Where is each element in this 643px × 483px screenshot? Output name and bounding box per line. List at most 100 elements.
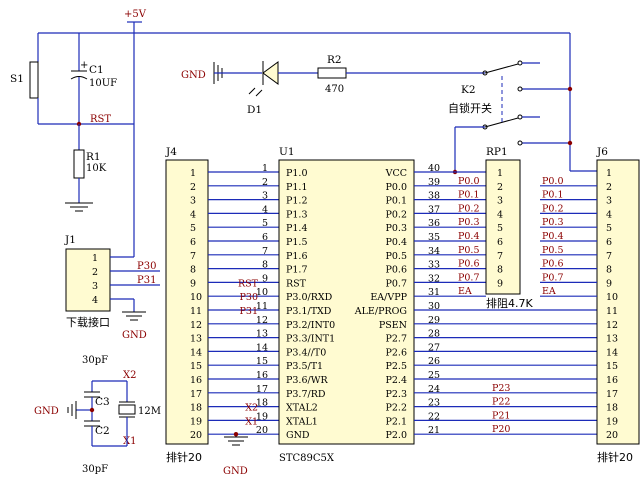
u1-pin-num: 30 — [428, 301, 440, 312]
u1-pin-num: 15 — [256, 356, 268, 367]
u1-pin-name: P0.2 — [385, 209, 407, 220]
j4-pin-num: 14 — [190, 347, 202, 358]
r1-value: 10K — [86, 163, 107, 174]
u1-net-label: P0.7 — [458, 272, 480, 283]
j6-pin-num: 2 — [606, 182, 612, 193]
c3-ref: C3 — [95, 396, 110, 408]
u1-pin-name: P2.6 — [385, 347, 407, 358]
j6-net-label: P0.7 — [542, 272, 564, 283]
u1-pin-num: 17 — [256, 384, 268, 395]
u1-pin-num: 19 — [256, 411, 268, 422]
u1-pin-name: P1.1 — [286, 182, 308, 193]
j4-pin-num: 5 — [190, 223, 196, 234]
j4-pin-num: 17 — [190, 389, 202, 400]
u1-pin-num: 36 — [428, 218, 440, 229]
j4-pin-num: 16 — [190, 375, 202, 386]
gnd-label-u1: GND — [223, 466, 248, 477]
gnd-symbol-j1 — [122, 311, 146, 321]
u1-pin-num: 37 — [428, 204, 440, 215]
u1-pin-num: 18 — [256, 398, 268, 409]
j4-pin-num: 1 — [190, 168, 196, 179]
c1-ref: C1 — [89, 64, 104, 76]
u1-pin-num: 38 — [428, 191, 440, 202]
u1-pin-name: P3.4//T0 — [286, 347, 326, 358]
j1-net-p30: P30 — [137, 261, 156, 272]
u1-pin-name: RST — [286, 278, 307, 289]
u1-pin-name: P3.7/RD — [286, 389, 326, 400]
u1-pin-name: P0.4 — [385, 237, 407, 248]
u1-net-label: P0.2 — [458, 203, 480, 214]
u1-pin-name: P0.6 — [385, 265, 407, 276]
u1-net-label: P22 — [492, 397, 510, 408]
c2-ref: C2 — [95, 425, 110, 437]
u1-pin-num: 11 — [256, 301, 268, 312]
j6-ref: J6 — [596, 146, 608, 158]
j4-pin-num: 13 — [190, 334, 202, 345]
u1-pin-num: 21 — [428, 425, 440, 436]
u1-pin-num: 7 — [262, 246, 268, 257]
u1-pin-num: 13 — [256, 329, 268, 340]
u1-net-label: P0.5 — [458, 245, 480, 256]
rp1-pin-num: 3 — [497, 196, 503, 207]
j1-pin-num: 4 — [92, 295, 98, 306]
u1-pin-name: P1.3 — [286, 209, 308, 220]
j6-pin-num: 20 — [606, 430, 618, 441]
j6-net-label: P0.6 — [542, 259, 564, 270]
u1-pin-num: 8 — [262, 260, 268, 271]
u1-net-label: P23 — [492, 383, 510, 394]
gnd-symbol-u1 — [224, 436, 248, 446]
j6-pin-num: 1 — [606, 168, 612, 179]
j6-pin-num: 17 — [606, 389, 618, 400]
u1-pin-num: 40 — [428, 163, 440, 174]
j1-ref: J1 — [64, 234, 76, 246]
u1-pin-num: 29 — [428, 315, 440, 326]
j4-pin-num: 12 — [190, 320, 202, 331]
u1-net-label: P0.0 — [458, 176, 480, 187]
k2-switch: K2 自锁开关 — [448, 60, 573, 175]
rst-net-label: RST — [90, 114, 111, 125]
u1-pin-name: XTAL2 — [286, 403, 318, 414]
j6-net-label: P0.5 — [542, 245, 564, 256]
u1-pin-name: P2.1 — [385, 416, 407, 427]
u1-pin-num: 6 — [262, 232, 268, 243]
led-indicator: GND D1 R2 470 — [181, 54, 485, 116]
d1-ref: D1 — [247, 104, 262, 116]
u1-pin-name: P1.4 — [286, 223, 308, 234]
u1-net-label: P0.4 — [458, 231, 480, 242]
u1-pin-name: PSEN — [379, 320, 407, 331]
u1-pin-name: P0.3 — [385, 223, 407, 234]
u1-pin-num: 16 — [256, 370, 268, 381]
u1-pin-name: P3.0/RXD — [286, 292, 333, 303]
j6-pin-num: 6 — [606, 237, 612, 248]
u1-pin-num: 25 — [428, 370, 440, 381]
j6-net-label: P0.4 — [542, 231, 564, 242]
j4-ref: J4 — [165, 146, 177, 158]
u1-pin-name: P1.7 — [286, 265, 308, 276]
rp1-pin-num: 9 — [497, 278, 503, 289]
j4-pin-num: 9 — [190, 278, 196, 289]
r2-ref: R2 — [327, 54, 342, 66]
c3-value: 30pF — [82, 355, 108, 366]
j4-pin-num: 20 — [190, 430, 202, 441]
u1-pin-name: P1.2 — [286, 196, 308, 207]
u1-pin-num: 39 — [428, 177, 440, 188]
u1-pin-num: 1 — [262, 163, 268, 174]
j6-pin-num: 15 — [606, 361, 618, 372]
j6-pin-num: 4 — [606, 209, 612, 220]
u1-pin-num: 22 — [428, 411, 440, 422]
u1-pin-name: P3.6/WR — [286, 375, 328, 386]
rp1-pin-num: 1 — [497, 168, 503, 179]
k2-desc: 自锁开关 — [448, 101, 492, 115]
rp1-pin-num: 4 — [497, 209, 503, 220]
u1-pin-name: P2.5 — [385, 361, 407, 372]
u1-pin-name: XTAL1 — [286, 416, 318, 427]
u1-net-label: P21 — [492, 410, 510, 421]
u1-pin-name: P2.7 — [385, 334, 407, 345]
u1-pin-name: P3.5/T1 — [286, 361, 323, 372]
c1-pol: + — [80, 60, 88, 71]
u1-pin-num: 28 — [428, 329, 440, 340]
u1-pin-name: P1.0 — [286, 168, 308, 179]
j6-pin-num: 16 — [606, 375, 618, 386]
